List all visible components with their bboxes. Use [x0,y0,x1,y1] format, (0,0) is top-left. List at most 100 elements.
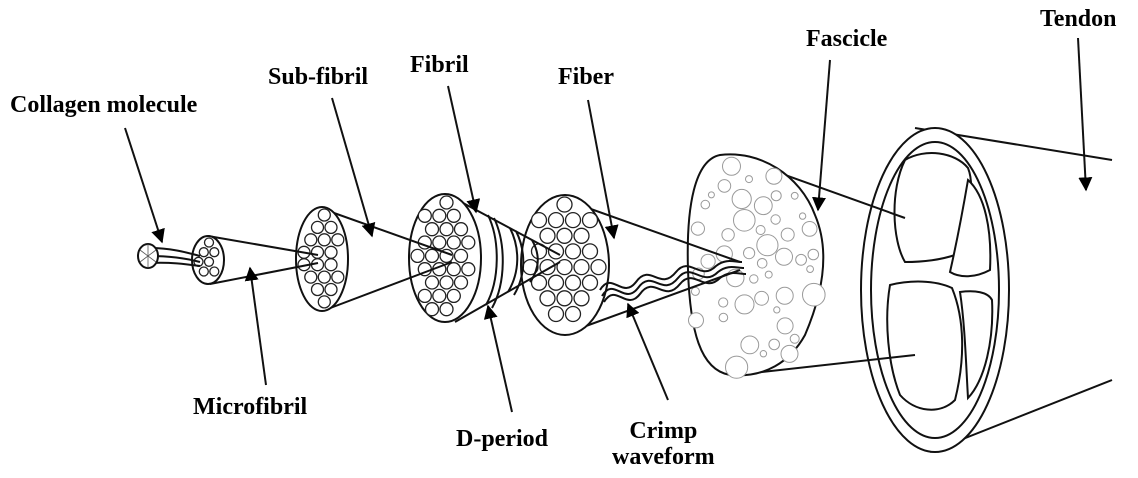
microfibril-strand [210,248,219,257]
fascicle-fiber [735,295,754,314]
subfibril-strand [318,234,330,246]
fascicle-fiber [746,176,753,183]
fascicle-fiber [718,180,731,193]
fascicle-fiber [776,248,793,265]
fascicle-fiber [776,287,793,304]
fascicle-fiber [741,336,759,354]
fibril-strand [440,223,453,236]
fascicle-fiber [790,334,799,343]
fascicle-fiber [760,351,766,357]
fibril-strand [447,263,460,276]
subfibril-strand [325,259,337,271]
fibril-strand [433,236,446,249]
fibril-strand [455,249,468,262]
fascicle-fiber [791,192,798,199]
fibril-strand [433,209,446,222]
fascicle-fiber [701,254,715,268]
fiber-strand [583,244,598,259]
fascicle-fiber [803,283,826,306]
subfibril-strand [318,209,330,221]
fascicle-fiber [774,307,780,313]
fiber-strand [574,291,589,306]
fibril-strand [418,289,431,302]
label-fiber: Fiber [558,64,614,90]
fascicle-fiber [691,222,704,235]
fibril-strand [440,196,453,209]
subfibril-strand [325,284,337,296]
fiber-strand [574,260,589,275]
fascicle-fiber [708,192,714,198]
fibril-strand [455,276,468,289]
fascicle-fiber [757,259,767,269]
collagen-molecule-shape [138,244,200,268]
fascicle-fiber [722,229,734,241]
fascicle-fiber [719,298,728,307]
arrow-fascicle [818,60,830,210]
fiber-strand [566,213,581,228]
microfibril-strand [199,248,208,257]
fibril-strand [455,223,468,236]
fibril-strand [426,223,439,236]
fibril-strand [440,303,453,316]
label-fascicle: Fascicle [806,26,887,52]
fascicle-fiber [808,249,819,260]
fiber-strand [557,197,572,212]
fascicle-fiber [777,318,793,334]
fascicle-fiber [719,313,728,322]
fibril-strand [411,249,424,262]
arrow-d-period [488,306,512,412]
microfibril-strand [210,267,219,276]
fascicle-fiber [807,266,814,273]
fascicle-fiber [689,313,704,328]
subfibril-strand [312,284,324,296]
fiber-strand [583,213,598,228]
arrow-fibril [448,86,476,212]
fibril-strand [447,209,460,222]
fascicle-fiber [799,213,805,219]
fiber-strand [583,275,598,290]
subfibril-strand [318,296,330,308]
fiber-strand [566,244,581,259]
subfibril-strand [332,234,344,246]
fascicle-fiber [756,226,765,235]
label-collagen-molecule: Collagen molecule [10,92,197,118]
fiber-strand [557,228,572,243]
fibril-strand [426,303,439,316]
fascicle-fiber [754,197,772,215]
label-microfibril: Microfibril [193,394,307,420]
fiber-strand [566,307,581,322]
fascicle-fiber [771,191,781,201]
fascicle-fiber [765,271,772,278]
arrow-microfibril [250,268,266,385]
fascicle-fiber [757,235,778,256]
subfibril-strand [305,271,317,283]
microfibril-strand [205,257,214,266]
label-fibril: Fibril [410,52,469,78]
label-crimp-waveform: Crimp waveform [612,418,715,470]
fascicle-fiber [723,157,741,175]
subfibril-strand [325,246,337,258]
fascicle-fiber [744,248,755,259]
subfibril-strand [305,234,317,246]
fiber-strand [574,228,589,243]
subfibril-strand [325,221,337,233]
fibril-strand [440,276,453,289]
fibril-strand [462,236,475,249]
fiber-strand [557,291,572,306]
fiber-strand [549,213,564,228]
fascicle-fiber [781,228,794,241]
fascicle-fiber [755,291,769,305]
fibril-strand [426,249,439,262]
fibril-strand [418,209,431,222]
fascicle-fiber [766,168,782,184]
label-d-period: D-period [456,426,548,452]
fibril-strand [447,289,460,302]
fascicle-fiber [701,200,710,209]
fiber-strand [549,307,564,322]
fibril-strand [426,276,439,289]
arrow-crimp-waveform [628,304,668,400]
tendon-shape [861,128,1112,452]
label-crimp-line1: Crimp [612,418,715,444]
subfibril-strand [318,271,330,283]
fiber-strand [549,244,564,259]
